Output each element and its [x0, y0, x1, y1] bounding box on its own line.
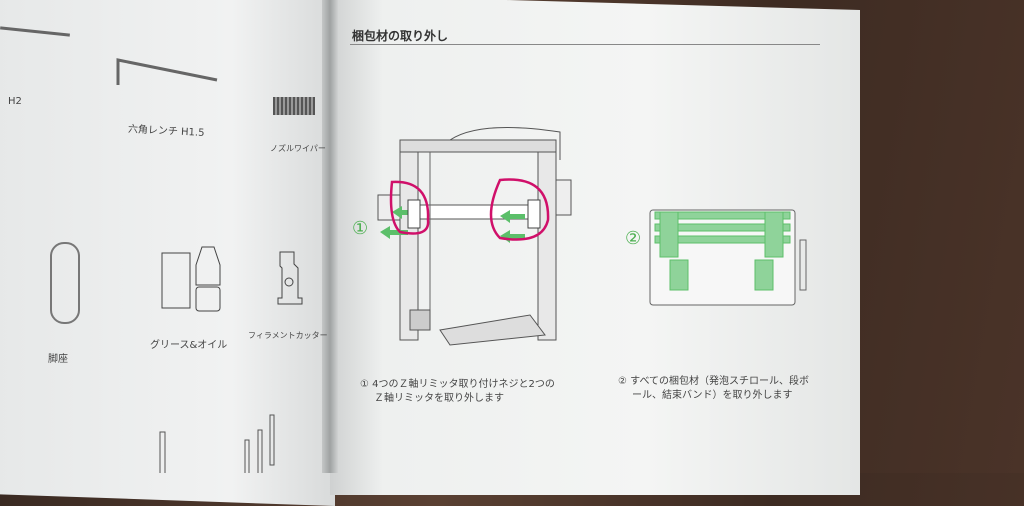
item-label-grease-oil: グリース&オイル	[150, 340, 228, 351]
nozzle-wiper-icon	[273, 97, 315, 115]
item-label-foot: 脚座	[48, 354, 68, 365]
book-gutter	[322, 0, 338, 473]
step2-marker: ②	[625, 228, 642, 249]
item-label-nozzle-wiper: ノズルワイパー	[270, 144, 326, 153]
item-label-filament-cutter: フィラメントカッター	[248, 331, 328, 340]
item-label-h2: H2	[8, 96, 22, 107]
step1-caption: ① 4つのＺ軸リミッタ取り付けネジと2つの Ｚ軸リミッタを取り外します	[360, 378, 555, 406]
grease-oil-icon	[161, 246, 221, 312]
step1-line2: Ｚ軸リミッタを取り外します	[374, 393, 504, 404]
step2-line2: ール、結束バンド）を取り外します	[632, 390, 793, 401]
title-divider	[350, 44, 820, 45]
annotation-circle-right	[489, 178, 550, 241]
step2-line1: ② すべての梱包材（発泡スチロール、段ボ	[618, 376, 810, 387]
filament-cutter-icon	[277, 251, 303, 305]
step1-marker: ①	[352, 218, 369, 239]
hex-wrench-icon	[116, 58, 218, 85]
annotation-circle-left	[389, 180, 430, 235]
step2-caption: ② すべての梱包材（発泡スチロール、段ボ ール、結束バンド）を取り外します	[618, 375, 809, 403]
printer-diagram-step1	[377, 127, 572, 346]
section-title: 梱包材の取り外し	[352, 29, 449, 43]
step1-line1: ① 4つのＺ軸リミッタ取り付けネジと2つの	[360, 379, 555, 390]
screws-icon	[159, 414, 275, 473]
printer-diagram-step2	[649, 209, 807, 306]
foot-pad-icon	[50, 242, 80, 324]
